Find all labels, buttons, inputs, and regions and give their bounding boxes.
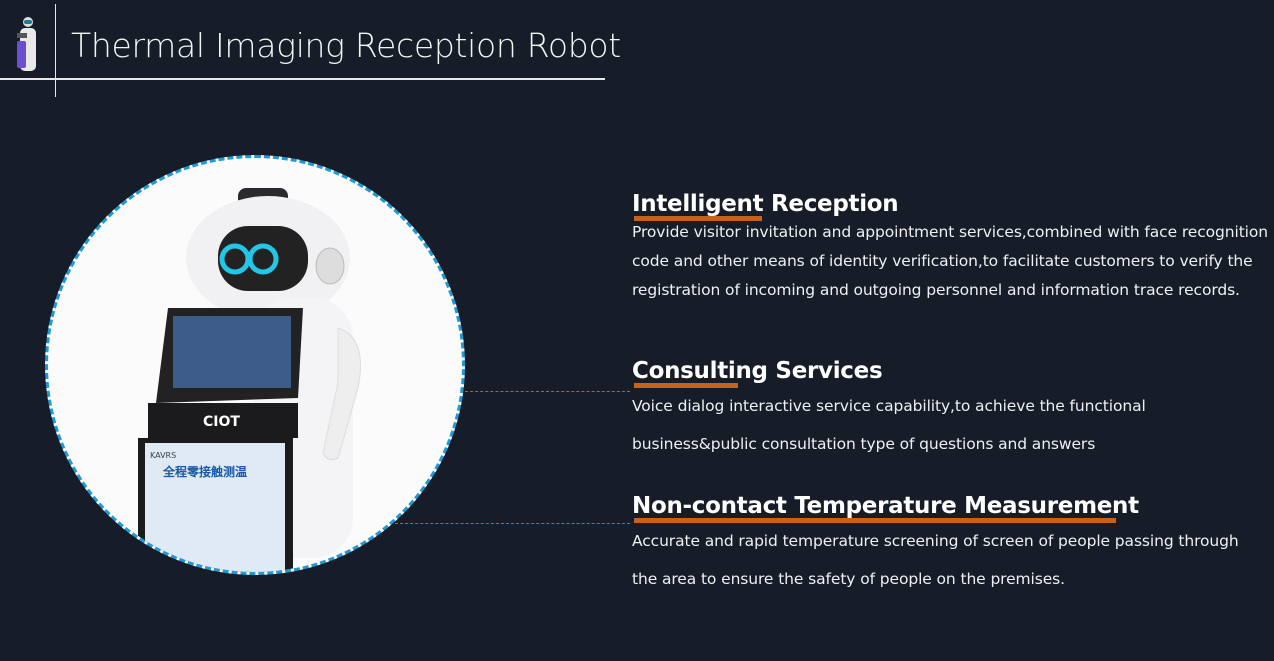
section-text-line: Voice dialog interactive service capabil… bbox=[632, 397, 1146, 415]
section-text-line: Accurate and rapid temperature screening… bbox=[632, 532, 1239, 550]
section-consulting-services: Consulting Services Voice dialog interac… bbox=[632, 358, 1146, 463]
section-text-line: Provide visitor invitation and appointme… bbox=[632, 223, 1268, 241]
panel-text: 全程零接触测温 bbox=[162, 464, 247, 479]
page-title: Thermal Imaging Reception Robot bbox=[71, 26, 621, 65]
header-vertical-divider bbox=[55, 4, 56, 97]
section-intelligent-reception: Intelligent Reception Provide visitor in… bbox=[632, 191, 1272, 305]
robot-logo-icon bbox=[17, 17, 36, 71]
header-underline bbox=[0, 78, 605, 80]
section-text-line: business&public consultation type of que… bbox=[632, 435, 1096, 453]
section-text-line: the area to ensure the safety of people … bbox=[632, 570, 1065, 588]
panel-brand: KAVRS bbox=[150, 451, 176, 460]
section-title: Consulting Services bbox=[632, 358, 883, 384]
section-title: Intelligent Reception bbox=[632, 191, 899, 217]
section-title: Non-contact Temperature Measurement bbox=[632, 493, 1139, 519]
section-non-contact-temperature: Non-contact Temperature Measurement Accu… bbox=[632, 493, 1239, 598]
robot-image: CIOT KAVRS 全程零接触测温 bbox=[45, 155, 465, 575]
screen-brand: CIOT bbox=[203, 414, 240, 430]
section-text-line: code and other means of identity verific… bbox=[632, 252, 1253, 270]
section-text-line: registration of incoming and outgoing pe… bbox=[632, 281, 1240, 299]
connector-line-temperature bbox=[395, 523, 630, 524]
connector-line-consulting bbox=[465, 391, 630, 392]
